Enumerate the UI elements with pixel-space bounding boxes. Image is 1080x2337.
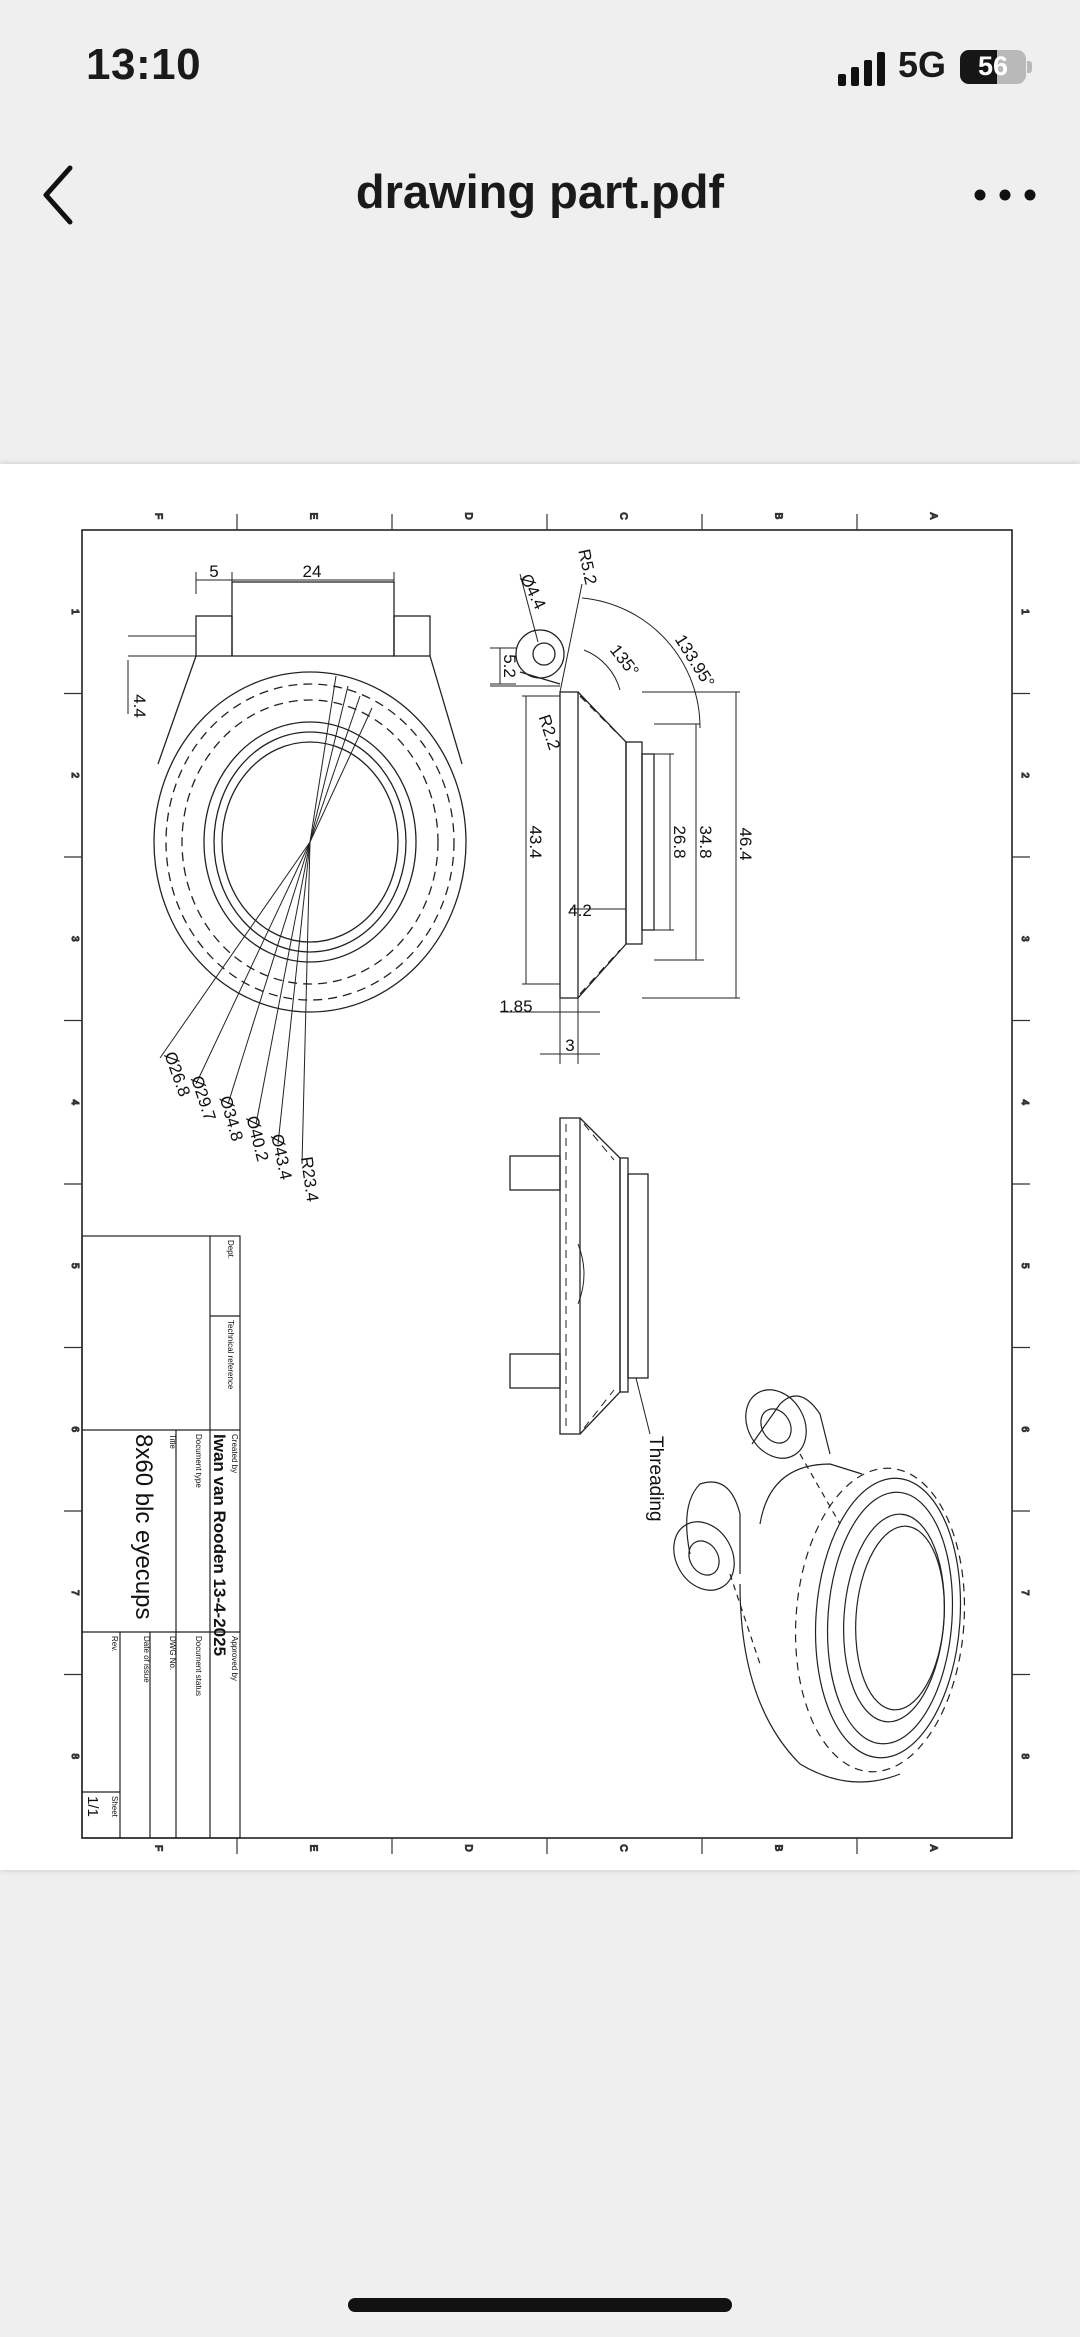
dim-dia-29-7: Ø29.7 <box>187 1073 219 1123</box>
navigation-bar: drawing part.pdf <box>0 130 1080 260</box>
title-label: Title <box>168 1434 177 1449</box>
zone-number-right: 7 <box>1019 1590 1030 1596</box>
date-of-issue-label: Date of issue <box>142 1636 151 1683</box>
dim-46-4: 46.4 <box>736 827 755 860</box>
dept-label: Dept. <box>226 1240 235 1259</box>
dim-dia-34-8: Ø34.8 <box>216 1094 247 1144</box>
dim-34-8: 34.8 <box>696 825 715 858</box>
sheet-value: 1/1 <box>84 1796 101 1817</box>
zone-letter-top: F <box>153 513 164 519</box>
zone-letter-bottom: D <box>463 1844 474 1851</box>
zone-number-left: 6 <box>69 1426 80 1432</box>
dim-43-4: 43.4 <box>526 825 545 858</box>
zone-letter-top: E <box>308 513 319 520</box>
dim-4-2: 4.2 <box>568 901 592 920</box>
threading-callout: Threading <box>645 1436 666 1522</box>
zone-letter-top: C <box>618 512 629 519</box>
dim-angle-135: 135° <box>606 641 643 680</box>
zone-letter-top: A <box>928 513 939 520</box>
battery-tip <box>1027 61 1032 73</box>
zone-number-left: 3 <box>69 936 80 942</box>
front-view <box>509 1117 651 1435</box>
approved-by-label: Approved by <box>230 1636 239 1681</box>
zone-letter-top: B <box>773 513 784 520</box>
dim-4-4: 4.4 <box>130 694 149 718</box>
document-status-label: Document status <box>194 1636 203 1696</box>
zone-number-left: 1 <box>69 609 80 615</box>
dwg-no-label: DWG No. <box>168 1636 177 1670</box>
pdf-page[interactable]: F F E E D D C C B B A A 1 1 2 2 3 3 4 4 5 5 6 6 7 7 8 8 <box>0 464 1080 1870</box>
dim-r-23-4: R23.4 <box>297 1155 322 1203</box>
dim-24: 24 <box>303 562 322 581</box>
zone-letter-bottom: C <box>618 1844 629 1851</box>
zone-number-left: 8 <box>69 1753 80 1759</box>
dim-5: 5 <box>209 562 218 581</box>
created-by-label: Created by <box>230 1434 239 1473</box>
rev-label: Rev. <box>110 1636 119 1652</box>
ellipsis-icon[interactable] <box>970 170 1040 220</box>
zone-number-left: 7 <box>69 1590 80 1596</box>
sheet-label: Sheet <box>110 1796 119 1818</box>
zone-number-right: 8 <box>1019 1753 1030 1759</box>
document-type-label: Document type <box>194 1434 203 1488</box>
section-view <box>490 573 740 1064</box>
battery-icon: 56 <box>960 50 1026 84</box>
technical-reference-label: Technical reference <box>226 1320 235 1390</box>
dim-1-85: 1.85 <box>499 997 532 1016</box>
status-time: 13:10 <box>86 40 202 89</box>
zone-number-right: 1 <box>1019 609 1030 615</box>
zone-letter-bottom: A <box>928 1845 939 1852</box>
chevron-left-icon[interactable] <box>36 158 86 232</box>
battery-level: 56 <box>977 51 1009 81</box>
zone-number-right: 3 <box>1019 936 1030 942</box>
home-indicator[interactable] <box>348 2298 732 2312</box>
zone-number-right: 5 <box>1019 1263 1030 1269</box>
dim-dia-26-8: Ø26.8 <box>160 1049 194 1099</box>
dim-dia-4-4: Ø4.4 <box>516 571 549 612</box>
top-view <box>127 572 467 1165</box>
drawing-title: 8x60 blc eyecups <box>130 1434 157 1619</box>
isometric-view <box>673 1389 966 1783</box>
zone-number-right: 4 <box>1019 1099 1030 1105</box>
zone-number-left: 4 <box>69 1099 80 1105</box>
zone-number-left: 5 <box>69 1263 80 1269</box>
zone-letter-bottom: E <box>308 1845 319 1852</box>
title-block <box>81 1235 241 1839</box>
status-bar: 13:10 5G 56 <box>0 0 1080 130</box>
zone-number-right: 6 <box>1019 1426 1030 1432</box>
zone-letter-bottom: B <box>773 1845 784 1852</box>
zone-letter-top: D <box>463 512 474 519</box>
zone-markers: F F E E D D C C B B A A 1 1 2 2 3 3 4 4 5 5 6 6 7 7 8 8 <box>64 512 1031 1854</box>
dim-r-5-2: R5.2 <box>574 547 600 586</box>
technical-drawing: F F E E D D C C B B A A 1 1 2 2 3 3 4 4 5 5 6 6 7 7 8 8 <box>64 512 1031 1854</box>
network-type: 5G <box>898 44 947 85</box>
zone-number-right: 2 <box>1019 772 1030 778</box>
dim-dia-40-2: Ø40.2 <box>243 1114 273 1164</box>
dim-3: 3 <box>565 1036 574 1055</box>
dim-26-8: 26.8 <box>670 825 689 858</box>
battery-fill <box>960 50 997 84</box>
zone-number-left: 2 <box>69 772 80 778</box>
dim-5-2: 5.2 <box>500 654 519 678</box>
title-block-text: Dept. Technical reference Created by Iwa… <box>84 1240 239 1818</box>
cellular-signal-icon <box>838 52 885 86</box>
zone-letter-bottom: F <box>153 1845 164 1851</box>
created-by-value: Iwan van Rooden 13-4-2025 <box>210 1434 229 1656</box>
page-title: drawing part.pdf <box>355 165 725 218</box>
dim-angle-133-95: 133.95° <box>671 631 718 691</box>
